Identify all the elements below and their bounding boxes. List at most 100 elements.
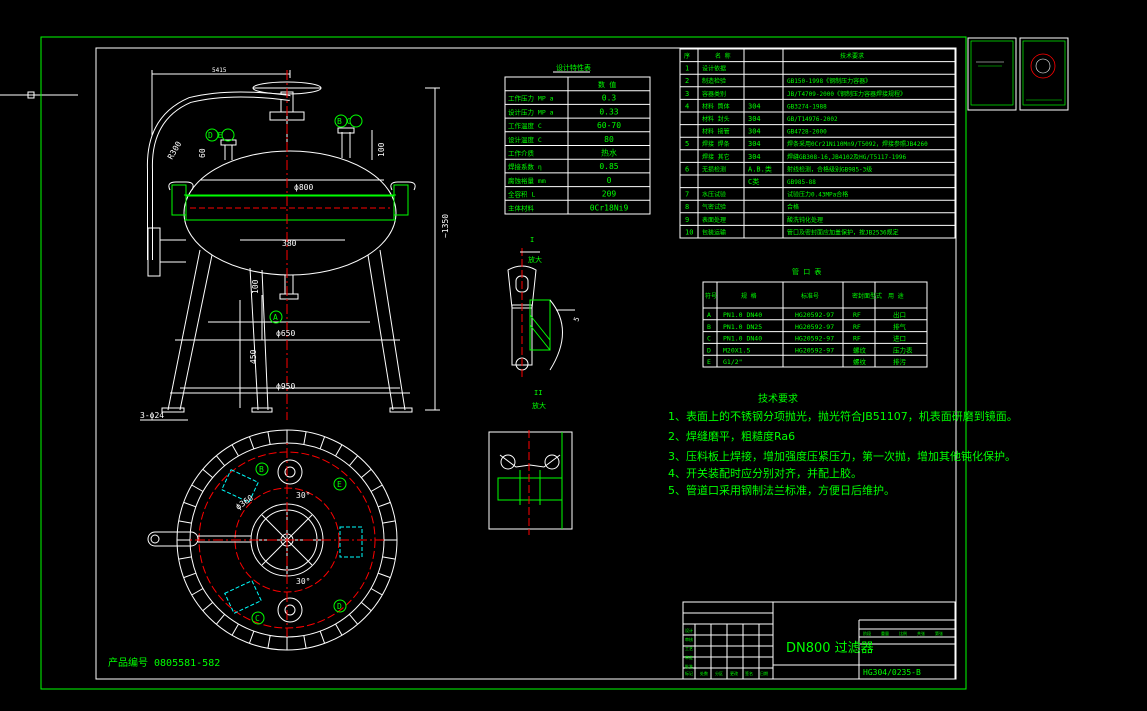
spec-table-name: 焊接 焊条 xyxy=(702,140,730,148)
design-table-label: 设计温度 C xyxy=(508,135,542,144)
title-block-label: 设计 xyxy=(685,627,693,633)
plan-tooth xyxy=(191,588,204,596)
label-nozzle-bc: B C xyxy=(337,117,352,126)
title-block-label: 日期 xyxy=(760,670,768,676)
front-nozzle-markers xyxy=(205,114,363,324)
design-table-header: 数 值 xyxy=(598,80,616,89)
nozzle-table-cell: G1/2" xyxy=(723,358,743,366)
design-table-title: 设计特性表 xyxy=(556,63,591,72)
nozzle-table-cell: HG20592-97 xyxy=(795,346,834,354)
plan-tooth xyxy=(319,630,326,644)
front-elevation xyxy=(140,70,440,421)
nozzle-table-cell: PN1.0 DN25 xyxy=(723,323,762,331)
spec-table-name: 制造检验 xyxy=(702,77,726,85)
spec-table-material: 304 xyxy=(748,140,761,148)
label-plan-c: C xyxy=(255,614,260,623)
plan-tooth xyxy=(348,455,359,467)
spec-table-material: C类 xyxy=(748,177,759,186)
title-block-label: 审定 xyxy=(685,654,693,660)
note-line: 1、表面上的不锈钢分项抛光，抛光符合JB51107，机表面研磨到镜面。 xyxy=(668,410,1018,423)
plan-tooth xyxy=(183,501,197,508)
title-block-code: HG304/0235-B xyxy=(863,668,921,677)
spec-table-index: 7 xyxy=(685,191,689,199)
nozzle-table-cell: 排污 xyxy=(893,357,907,366)
layout-thumbnails[interactable] xyxy=(967,37,1069,111)
outer-frame xyxy=(40,36,967,690)
spec-table-requirement: 合格 xyxy=(787,203,799,211)
design-table-value: 热水 xyxy=(601,148,617,158)
spec-table-requirement: GB/T14976-2002 xyxy=(787,116,838,123)
spec-table-name: 表面处理 xyxy=(702,216,726,224)
spec-table-header: 序 xyxy=(684,52,690,60)
design-table-label: 工作压力 MP a xyxy=(508,94,554,103)
inner-border xyxy=(95,47,957,680)
spec-table-material: 304 xyxy=(748,153,761,161)
design-table-label: 工作介质 xyxy=(508,149,535,158)
spec-table-index: 9 xyxy=(685,216,689,224)
plan-tooth xyxy=(303,431,307,445)
spec-table-index: 8 xyxy=(685,203,689,211)
spec-table-requirement: 管口及密封面应加盖保护，按JB2536规定 xyxy=(787,228,899,236)
dim-leg-span: ϕ950 xyxy=(276,382,295,391)
plan-tooth xyxy=(202,601,214,612)
dim-height-total: ~1350 xyxy=(441,214,450,238)
nozzle-table-header: 用 途 xyxy=(888,292,904,300)
nozzle-table-header: 符号 xyxy=(705,292,717,300)
title-block-label: 批准 xyxy=(685,663,693,669)
title-block-label: 共张 xyxy=(917,630,925,636)
dim-leg-height: 450 xyxy=(249,349,258,364)
plan-tooth xyxy=(360,601,372,612)
plan-tooth xyxy=(377,572,391,579)
plan-tooth xyxy=(248,436,255,450)
nozzle-table-cell: 进口 xyxy=(893,335,906,343)
dim-top-width: 5415 xyxy=(212,67,227,74)
nozzle-table-cell: D xyxy=(707,346,711,354)
nozzle-table-cell: C xyxy=(707,335,711,343)
title-block-label: 工艺 xyxy=(685,646,693,651)
spec-table-index: 3 xyxy=(685,90,689,98)
plan-teeth xyxy=(177,430,397,650)
nozzle-table-cell: 螺纹 xyxy=(853,357,867,366)
label-plan-d: D xyxy=(337,602,342,611)
nozzle-table-header: 规 格 xyxy=(741,292,757,300)
nozzle-table-cell: RF xyxy=(853,323,861,331)
design-table-value: 0.33 xyxy=(599,107,618,116)
spec-table-material: 304 xyxy=(748,128,761,136)
detail-ii xyxy=(488,430,573,535)
spec-table-name: 容器类别 xyxy=(702,90,726,98)
plan-tooth xyxy=(215,613,226,625)
spec-table-frame xyxy=(679,48,956,239)
note-line: 2、焊缝磨平，粗糙度Ra6 xyxy=(668,430,796,443)
spec-table-requirement: GB985-88 xyxy=(787,179,816,186)
nozzle-table-frame xyxy=(702,281,928,368)
notes-title: 技术要求 xyxy=(758,394,798,405)
design-table-label: 工作温度 C xyxy=(508,121,542,130)
spec-table-requirement: GB4728-2000 xyxy=(787,129,827,136)
nozzle-table-cell: RF xyxy=(853,311,861,319)
nozzle-table-cell: A xyxy=(707,311,711,319)
nozzle-table-cell: HG20592-97 xyxy=(795,335,834,343)
note-line: 4、开关装配时应分别对齐，并配上胶。 xyxy=(668,467,862,480)
dim-arc-radius: R300 xyxy=(166,140,184,161)
spec-table-index: 5 xyxy=(685,140,689,148)
plan-tooth xyxy=(370,484,383,492)
note-line: 3、压料板上焊接，增加强度压紧压力，第一次抛，增加其他钝化保护。 xyxy=(668,450,1016,463)
plan-tooth xyxy=(191,484,204,492)
spec-table-index: 10 xyxy=(685,228,693,236)
title-block-label: 处数 xyxy=(700,670,708,676)
plan-tooth xyxy=(382,556,396,560)
dim-angle-top: 30° xyxy=(296,491,310,500)
dim-nozzle-height: 100 xyxy=(251,279,260,294)
drawing-number: 产品编号 0805581-582 xyxy=(108,658,221,669)
design-table-label: 腐蚀裕量 mm xyxy=(508,176,546,185)
title-block-label: 阶段 xyxy=(863,630,871,636)
spec-table-name: 包装运输 xyxy=(702,228,726,236)
nozzle-table-title: 管 口 表 xyxy=(792,267,821,276)
plan-tooth xyxy=(178,556,192,560)
nozzle-table-header: 密封面型式 xyxy=(852,292,882,300)
nozzle-table-cell: RF xyxy=(853,335,861,343)
title-block-frame xyxy=(682,601,956,680)
